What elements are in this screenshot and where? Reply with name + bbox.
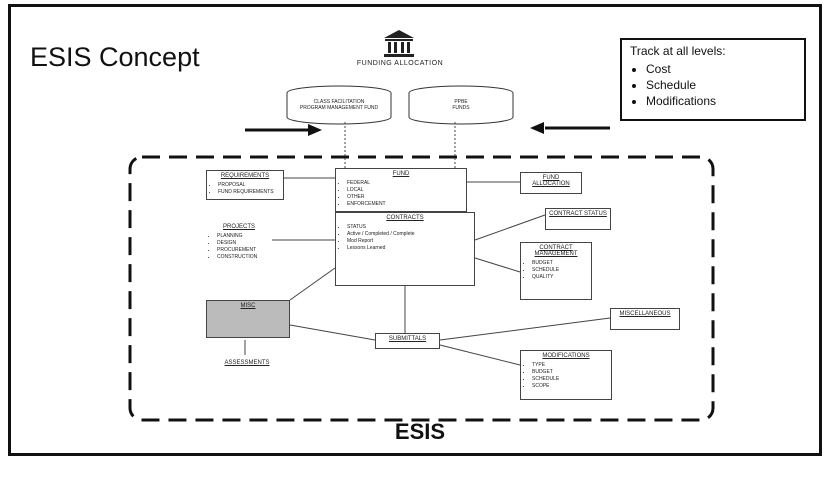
track-item-schedule: Schedule	[646, 77, 796, 93]
box-fund-allocation: FUND ALLOCATION	[520, 172, 582, 194]
box-requirements: REQUIREMENTS PROPOSALFUND REQUIREMENTS	[206, 170, 284, 200]
track-item-modifications: Modifications	[646, 93, 796, 109]
box-submittals: SUBMITTALS	[375, 333, 440, 349]
box-projects: PROJECTS PLANNINGDESIGN PROCUREMENTCONST…	[206, 222, 272, 272]
esis-boundary	[128, 155, 715, 422]
right-arrowhead	[530, 122, 544, 134]
box-modifications: MODIFICATIONS TYPEBUDGET SCHEDULESCOPE	[520, 350, 612, 400]
box-contract-status: CONTRACT STATUS	[545, 208, 611, 230]
track-item-cost: Cost	[646, 61, 796, 77]
box-contract-management: CONTRACT MANAGEMENT BUDGET SCHEDULE QUAL…	[520, 242, 592, 300]
esis-boundary-label: ESIS	[394, 419, 446, 444]
box-assessments: ASSESSMENTS	[208, 358, 286, 374]
box-fund: FUND FEDERALLOCAL OTHERENFORCEMENT	[335, 168, 467, 212]
track-heading: Track at all levels:	[630, 44, 726, 58]
funding-allocation-label: FUNDING ALLOCATION	[356, 60, 444, 67]
box-misc-shaded: MISC	[206, 300, 290, 338]
bank-building-icon	[384, 30, 414, 57]
box-miscellaneous: MISCELLANEOUS	[610, 308, 680, 330]
cylinder-left	[286, 85, 392, 125]
left-arrowhead	[308, 124, 322, 136]
slide-title: ESIS Concept	[30, 42, 200, 72]
box-contracts: CONTRACTS STATUSActive / Completed / Com…	[335, 212, 475, 286]
track-callout: Track at all levels: Cost Schedule Modif…	[620, 38, 806, 121]
cylinder-right	[408, 85, 514, 125]
